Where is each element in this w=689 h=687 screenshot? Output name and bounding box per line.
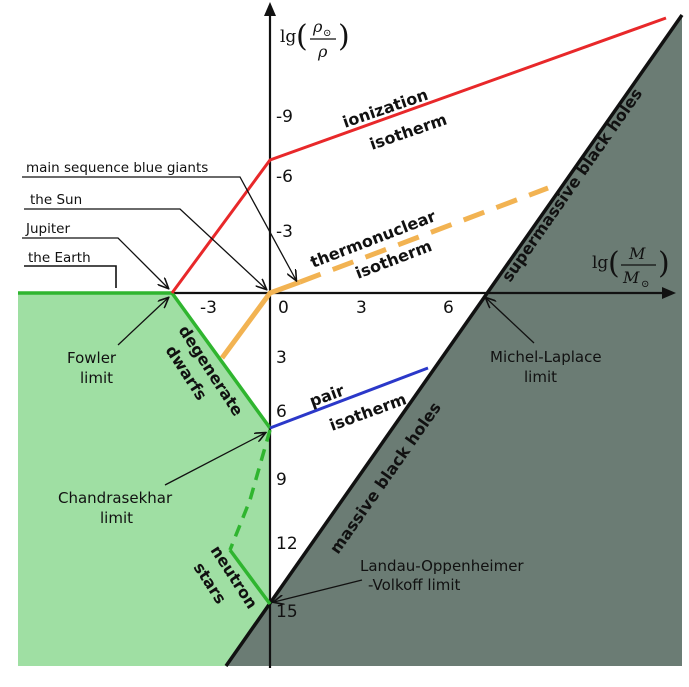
svg-text:⊙: ⊙ [323, 28, 331, 39]
svg-text:⊙: ⊙ [641, 279, 649, 290]
svg-text:): ) [658, 246, 670, 281]
michel-laplace-label-2: limit [524, 368, 557, 386]
neutron-stars-line [228, 548, 272, 606]
x-tick-3: 3 [356, 298, 367, 318]
svg-text:M: M [622, 268, 640, 287]
x-tick-6: 6 [443, 298, 454, 318]
x-tick-minus3: -3 [200, 298, 217, 318]
y-axis-arrowhead [264, 2, 276, 16]
svg-text:M: M [628, 244, 646, 263]
sun-label: the Sun [30, 192, 82, 208]
y-tick-15: 15 [276, 602, 298, 622]
svg-text:ρ: ρ [317, 42, 328, 61]
svg-text:lg: lg [592, 253, 608, 273]
y-tick-minus3: -3 [276, 222, 293, 242]
thermonuclear-isotherm-dashed [299, 185, 549, 285]
landau-arrow [274, 579, 363, 602]
landau-label-1: Landau-Oppenheimer [360, 557, 524, 575]
x-axis-arrowhead [662, 287, 676, 299]
svg-text:(: ( [296, 19, 308, 54]
svg-text:lg: lg [280, 27, 296, 47]
earth-label: the Earth [28, 250, 91, 266]
y-tick-9: 9 [276, 470, 287, 490]
y-tick-minus9: -9 [276, 107, 293, 127]
y-tick-minus6: -6 [276, 167, 293, 187]
sun-arrow [24, 208, 266, 289]
chandrasekhar-label-1: Chandrasekhar [58, 489, 173, 507]
y-tick-6: 6 [276, 402, 287, 422]
main-sequence-label: main sequence blue giants [26, 160, 208, 176]
jupiter-label: Jupiter [25, 221, 70, 237]
x-axis-label: lg ( M M ⊙ ) [592, 244, 670, 290]
x-tick-0: 0 [278, 298, 289, 318]
fowler-label-1: Fowler [67, 349, 117, 367]
pair-isotherm-line [269, 366, 429, 430]
black-hole-boundary-line [224, 13, 684, 668]
ionization-isotherm-line [170, 16, 667, 294]
y-tick-12: 12 [276, 534, 298, 554]
michel-laplace-label-1: Michel-Laplace [490, 348, 602, 366]
svg-text:): ) [338, 19, 350, 54]
jupiter-arrow [22, 237, 168, 288]
chandrasekhar-dashed-line [228, 429, 272, 551]
earth-arrow [24, 265, 117, 288]
landau-label-2: -Volkoff limit [368, 576, 461, 594]
y-axis-label: lg ( ρ ⊙ ρ ) [280, 17, 350, 61]
fowler-label-2: limit [80, 369, 113, 387]
michel-laplace-arrow [486, 298, 535, 344]
svg-text:ρ: ρ [312, 17, 323, 36]
chandrasekhar-label-2: limit [100, 509, 133, 527]
thermonuclear-isotherm-line [219, 279, 301, 360]
white-dwarf-region [18, 293, 270, 666]
main-sequence-arrow [22, 176, 296, 280]
svg-text:(: ( [608, 246, 620, 281]
y-tick-3: 3 [276, 348, 287, 368]
degenerate-dwarfs-line [170, 291, 272, 430]
chandrasekhar-arrow [164, 433, 265, 486]
fowler-arrow [117, 298, 168, 346]
